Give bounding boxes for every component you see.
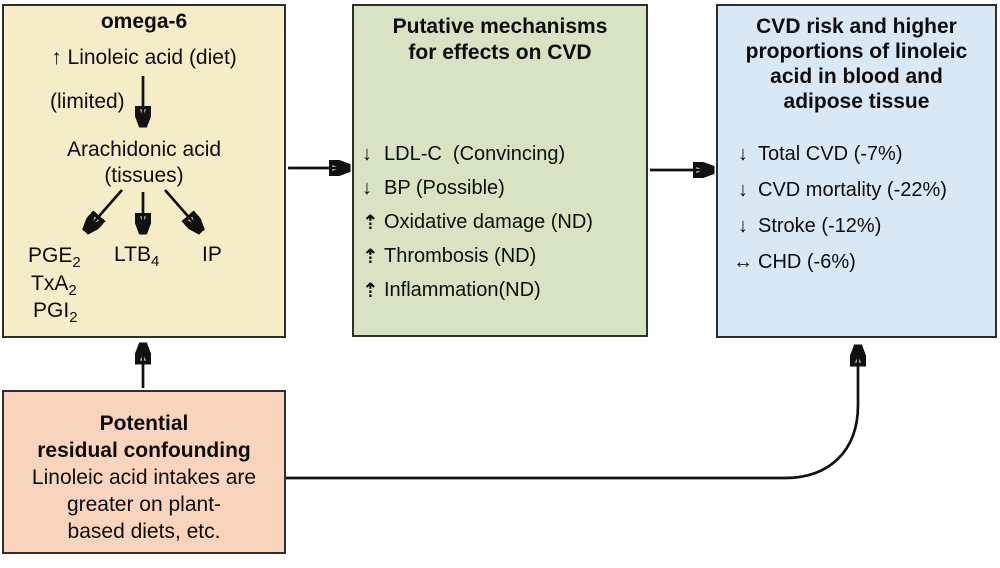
arachidonic-acid-label: Arachidonic acid (tissues) <box>66 138 222 187</box>
confounding-box-text: Potential residual confounding Linoleic … <box>4 410 284 545</box>
confounding-body-line1: Linoleic acid intakes are <box>31 466 257 489</box>
metabolite-pge2: PGE2 <box>28 244 81 271</box>
down-arrow-icon: ↓ <box>738 214 748 237</box>
mechanism-item-ldl-c: ↓LDL-C (Convincing) <box>362 142 566 165</box>
omega6-pathway-box: omega-6 ↑ Linoleic acid (diet) (limited)… <box>2 4 286 338</box>
metabolite-ltb4: LTB4 <box>114 243 160 270</box>
left-right-arrow-icon: ↔ <box>733 250 753 273</box>
confounding-body-line2: greater on plant- <box>66 493 222 516</box>
mechanisms-list: ↓LDL-C (Convincing) ↓BP (Possible) ⇡Oxid… <box>362 137 593 307</box>
putative-mechanisms-box: Putative mechanisms for effects on CVD ↓… <box>352 4 648 337</box>
arrow-confounding-to-outcomes <box>286 346 858 480</box>
down-arrow-icon: ↓ <box>738 142 748 165</box>
mechanism-item-thrombosis: ⇡Thrombosis (ND) <box>362 244 537 268</box>
dashed-up-arrow-icon: ⇡ <box>362 211 379 234</box>
outcome-item-stroke: ↓Stroke (-12%) <box>728 208 947 244</box>
residual-confounding-box: Potential residual confounding Linoleic … <box>2 390 286 554</box>
dashed-up-arrow-icon: ⇡ <box>362 279 379 302</box>
up-arrow-icon: ↑ <box>51 46 62 69</box>
outcome-item-chd: ↔CHD (-6%) <box>728 244 947 280</box>
linoleic-acid-line: ↑ Linoleic acid (diet) <box>4 46 284 70</box>
mechanisms-box-title: Putative mechanisms for effects on CVD <box>392 15 608 64</box>
limited-label: (limited) <box>50 90 125 113</box>
mechanism-item-oxidative-damage: ⇡Oxidative damage (ND) <box>362 210 593 234</box>
outcomes-list: ↓Total CVD (-7%) ↓CVD mortality (-22%) ↓… <box>728 136 947 280</box>
dashed-up-arrow-icon: ⇡ <box>362 245 379 268</box>
down-arrow-icon: ↓ <box>362 142 372 165</box>
outcome-item-cvd-mortality: ↓CVD mortality (-22%) <box>728 172 947 208</box>
confounding-title-line1: Potential <box>99 412 189 435</box>
metabolite-txa2: TxA2 <box>31 272 77 299</box>
linoleic-acid-label: Linoleic acid (diet) <box>67 46 237 69</box>
down-arrow-icon: ↓ <box>362 176 372 199</box>
metabolite-ip: IP <box>202 243 222 266</box>
confounding-title-line2: residual confounding <box>37 439 251 462</box>
cvd-risk-outcomes-box: CVD risk and higher proportions of linol… <box>716 4 997 338</box>
mechanism-item-inflammation: ⇡Inflammation(ND) <box>362 278 541 302</box>
down-arrow-icon: ↓ <box>738 178 748 201</box>
omega6-box-title: omega-6 <box>100 10 188 33</box>
outcomes-box-title: CVD risk and higher proportions of linol… <box>745 15 968 113</box>
confounding-body-line3: based diets, etc. <box>67 520 221 543</box>
mechanism-item-bp: ↓BP (Possible) <box>362 176 505 199</box>
outcome-item-total-cvd: ↓Total CVD (-7%) <box>728 136 947 172</box>
metabolite-pgi2: PGI2 <box>33 299 78 326</box>
